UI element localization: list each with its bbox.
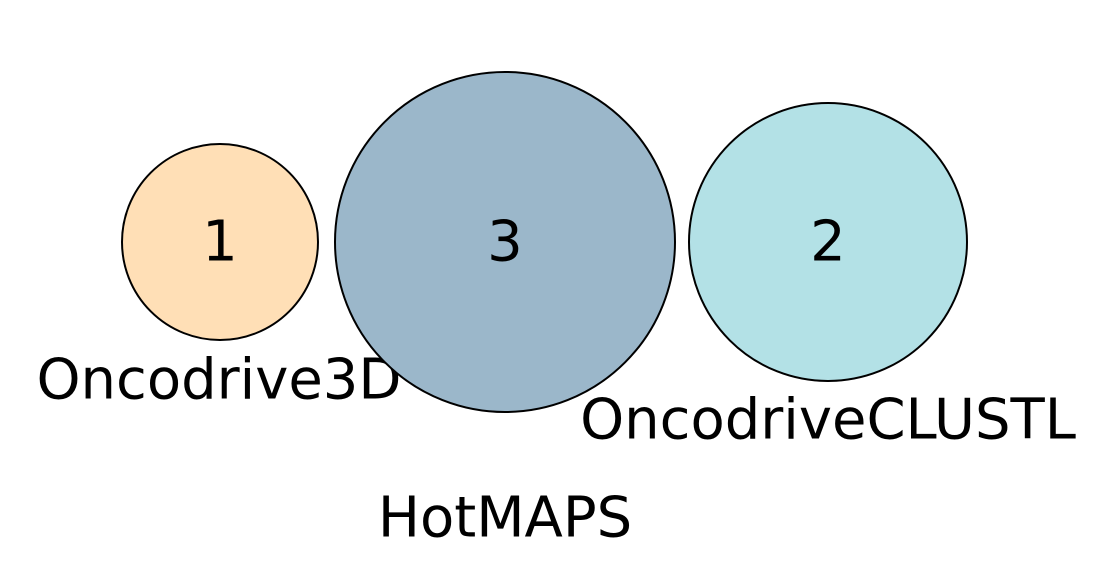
count-oncodrive3d: 1 <box>202 210 238 275</box>
count-oncodriveclustl: 2 <box>810 210 846 275</box>
set-oncodriveclustl: 2 OncodriveCLUSTL <box>580 102 1076 453</box>
circle-hotmaps <box>334 71 676 413</box>
circle-oncodriveclustl <box>688 102 968 382</box>
label-oncodrive3d: Oncodrive3D <box>36 348 401 413</box>
label-oncodriveclustl: OncodriveCLUSTL <box>580 388 1076 453</box>
circle-oncodrive3d <box>121 143 319 341</box>
count-hotmaps: 3 <box>487 210 523 275</box>
set-oncodrive3d: 1 Oncodrive3D <box>36 143 402 413</box>
label-hotmaps: HotMAPS <box>378 486 632 551</box>
set-hotmaps: 3 HotMAPS <box>334 71 676 551</box>
